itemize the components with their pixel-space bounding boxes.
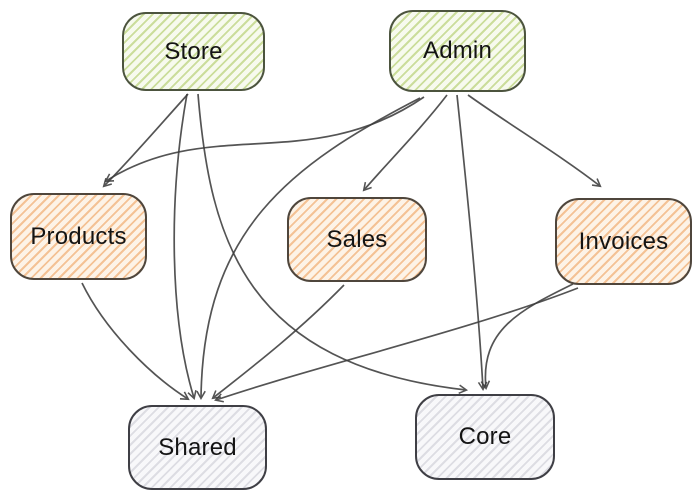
node-admin-label: Admin — [422, 37, 493, 64]
edge-admin-products — [104, 96, 425, 183]
node-core-label: Core — [458, 423, 512, 450]
edge-sales-shared — [211, 284, 345, 400]
node-shared[interactable]: Shared — [128, 405, 267, 490]
edge-invoices-core — [480, 283, 574, 391]
node-sales[interactable]: Sales — [287, 197, 427, 282]
node-admin[interactable]: Admin — [389, 10, 526, 92]
edge-store-products — [102, 93, 189, 188]
node-products[interactable]: Products — [10, 193, 147, 280]
node-sales-label: Sales — [326, 225, 388, 253]
edge-admin-sales — [362, 94, 448, 192]
node-products-label: Products — [30, 222, 127, 250]
node-invoices[interactable]: Invoices — [555, 198, 692, 285]
edge-admin-core — [456, 94, 488, 392]
edge-admin-invoices — [467, 94, 602, 188]
edge-store-shared — [173, 93, 197, 400]
edge-products-shared — [81, 282, 190, 401]
node-store[interactable]: Store — [122, 12, 265, 91]
node-shared-label: Shared — [158, 433, 237, 461]
node-core[interactable]: Core — [415, 394, 555, 480]
node-store-label: Store — [164, 37, 223, 65]
node-invoices-label: Invoices — [578, 227, 669, 255]
edge-invoices-shared — [214, 287, 579, 403]
